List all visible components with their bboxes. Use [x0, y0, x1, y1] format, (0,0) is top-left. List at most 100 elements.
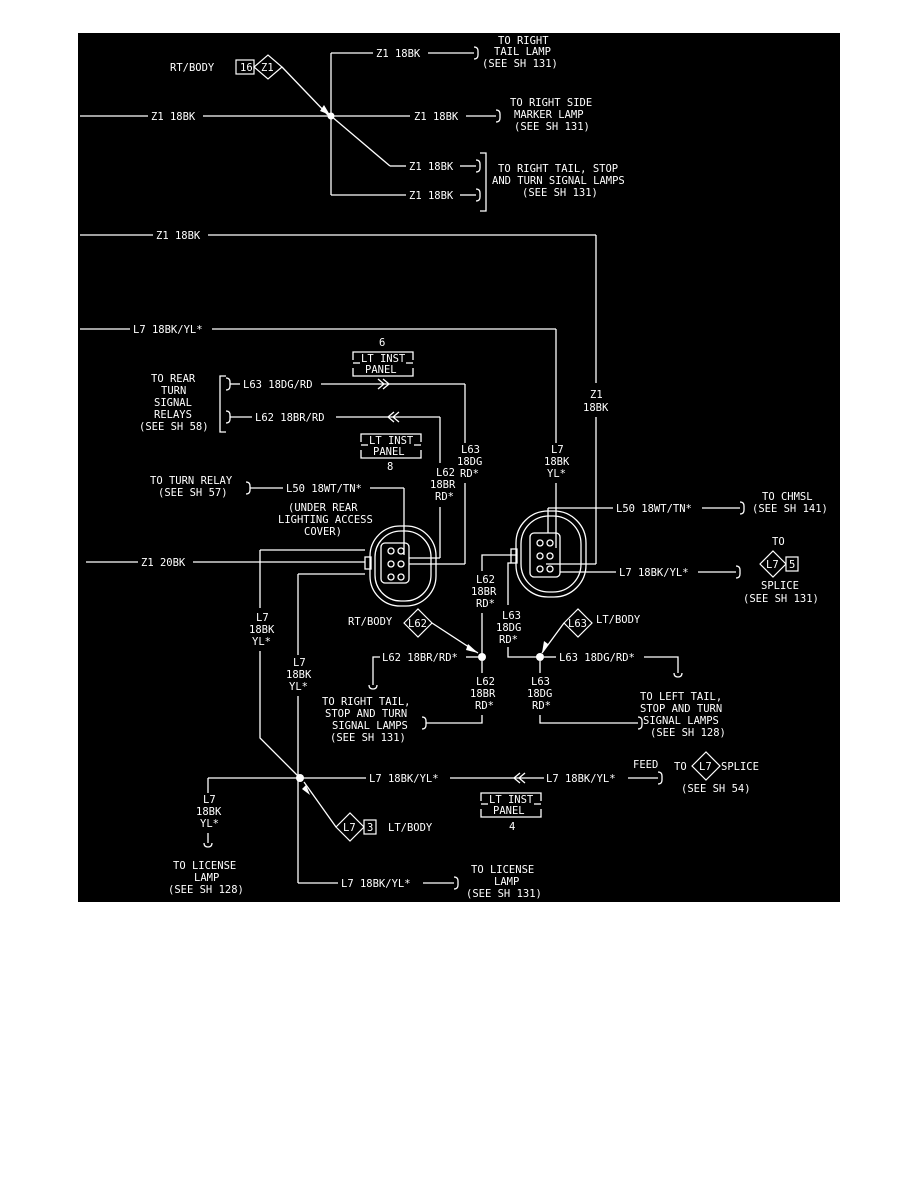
connector-clip [637, 716, 643, 730]
wire-label: L62 18BR/RD [255, 412, 325, 424]
splice-to: TO [772, 536, 785, 548]
wire-label-vert: 18BK [583, 402, 609, 414]
connector-clip [225, 377, 231, 391]
connector-pin [387, 547, 395, 555]
inline-connector [377, 378, 391, 390]
ground-arrow [466, 644, 478, 653]
l7-feed-diamond [691, 751, 721, 781]
wire [481, 554, 516, 571]
wire [644, 656, 679, 673]
wire-label-vert: L63 [502, 610, 521, 622]
wire-label-vert: L63 [531, 676, 550, 688]
panel-frame [352, 351, 414, 377]
l63-diamond [563, 608, 593, 638]
connector-pin [536, 565, 544, 573]
wire-label-vert: L7 [551, 444, 564, 456]
wire-label: L7 18BK/YL* [369, 773, 439, 785]
connector-pin [546, 539, 554, 547]
connector-clip [421, 716, 427, 730]
dest-text: TO LICENSE [173, 860, 236, 872]
wire-label-vert: RD* [532, 700, 551, 712]
wire-label-vert: YL* [252, 636, 271, 648]
connector-clip [739, 501, 745, 515]
dest-text: TO RIGHT SIDE [510, 97, 592, 109]
dest-ref: (SEE SH 131) [522, 187, 598, 199]
connector-body [380, 542, 410, 584]
l7-diamond-label: L7 [699, 761, 712, 773]
wire-label-vert: L62 [476, 574, 495, 586]
wire-label-vert: RD* [460, 468, 479, 480]
location-note: COVER) [304, 526, 342, 538]
dest-text: TO RIGHT TAIL, [322, 696, 411, 708]
dest-text: RELAYS [154, 409, 192, 421]
wire-label-vert: 18BK [544, 456, 570, 468]
rt-body-label: RT/BODY [348, 616, 393, 628]
dest-ref: (SEE SH 128) [650, 727, 726, 739]
wire-label-vert: 18BR [470, 688, 496, 700]
right-lamp-connector [510, 510, 587, 598]
wire-label-vert: YL* [547, 468, 566, 480]
feed-label: FEED [633, 759, 658, 771]
wire-label-vert: 18DG [457, 456, 482, 468]
l62-diamond-label: L62 [408, 618, 427, 630]
connector-clip [203, 842, 213, 848]
wire-label-vert: 18DG [527, 688, 552, 700]
dest-ref: (SEE SH 131) [743, 593, 819, 605]
connector-pin [387, 573, 395, 581]
panel-frame [360, 433, 422, 459]
wire [507, 647, 540, 658]
wire-label: Z1 18BK [151, 111, 196, 123]
wire-label-vert: RD* [475, 700, 494, 712]
panel-label: LT INST [361, 353, 406, 365]
dest-text: SIGNAL LAMPS [332, 720, 408, 732]
wire-label-vert: L7 [293, 657, 306, 669]
dest-ref: (SEE SH 131) [330, 732, 406, 744]
wire-label: Z1 18BK [414, 111, 459, 123]
dest-text: TO LICENSE [471, 864, 534, 876]
lt-inst-panel-4: LT INST PANEL 4 [480, 792, 542, 833]
dest-text: SPLICE [761, 580, 799, 592]
wire-label-vert: YL* [200, 818, 219, 830]
connector-outline [369, 525, 437, 607]
connector-clip [673, 672, 683, 678]
panel-label: PANEL [365, 364, 397, 376]
connector-pin [546, 565, 554, 573]
panel-label: PANEL [493, 805, 525, 817]
to-label: TO [674, 761, 687, 773]
location-note: LIGHTING ACCESS [278, 514, 373, 526]
wire-label: L7 18BK/YL* [133, 324, 203, 336]
panel-number: 4 [509, 821, 515, 833]
panel-number: 8 [387, 461, 393, 473]
lt-inst-panel-6: 6 LT INST PANEL [352, 337, 414, 377]
dest-ref: (SEE SH 128) [168, 884, 244, 896]
dest-ref: (SEE SH 58) [139, 421, 209, 433]
dest-text: TO LEFT TAIL, [640, 691, 722, 703]
wire-label-vert: YL* [289, 681, 308, 693]
dest-text: AND TURN SIGNAL LAMPS [492, 175, 625, 187]
dest-ref: (SEE SH 54) [681, 783, 751, 795]
lt-body-label: LT/BODY [388, 822, 433, 834]
ground-number: 16 [240, 62, 253, 74]
inline-connector [386, 411, 400, 423]
wire [330, 115, 391, 167]
connector-clip [475, 159, 481, 173]
l7-diamond-label: L7 [343, 822, 356, 834]
dest-text: TO RIGHT [498, 35, 549, 47]
wire-label: L50 18WT/TN* [286, 483, 362, 495]
panel-number: 6 [379, 337, 385, 349]
wire-label-vert: 18BR [430, 479, 456, 491]
connector-clip [495, 109, 501, 123]
panel-label: PANEL [373, 446, 405, 458]
dest-text: TO REAR [151, 373, 196, 385]
splice-number: 5 [789, 559, 795, 571]
l7-diamond-label: L7 [766, 559, 779, 571]
connector-clip [453, 876, 459, 890]
wire [426, 715, 483, 724]
dest-text: STOP AND TURN [640, 703, 722, 715]
l63-diamond-label: L63 [568, 618, 587, 630]
left-lamp-connector [364, 525, 437, 607]
connector-clip [245, 481, 251, 495]
connector-clip [657, 771, 663, 785]
wire-label-vert: RD* [435, 491, 454, 503]
dest-text: TURN [161, 385, 186, 397]
